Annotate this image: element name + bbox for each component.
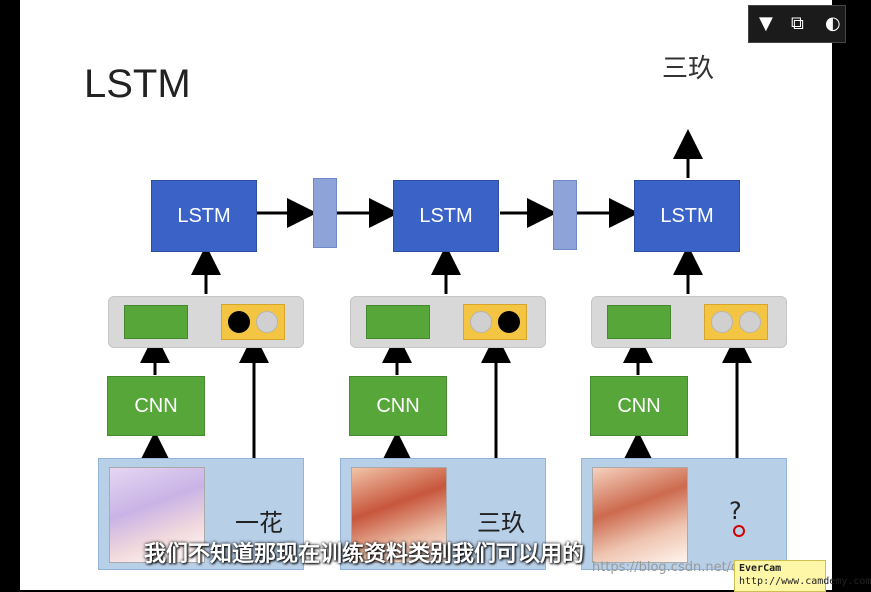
feature-vector-1 <box>108 296 304 348</box>
onehot-vector-1 <box>221 304 285 340</box>
input-panel-1: 一花 <box>98 458 304 570</box>
onehot-dot-active <box>498 311 520 333</box>
collapse-icon[interactable]: ▼ <box>759 13 773 34</box>
cnn-block-3: CNN <box>590 376 688 436</box>
lstm-cell-2: LSTM <box>393 180 499 252</box>
lstm-cell-3: LSTM <box>634 180 740 252</box>
cnn-block-1: CNN <box>107 376 205 436</box>
cnn-feature <box>124 305 188 339</box>
character-image <box>351 467 447 563</box>
cnn-block-2: CNN <box>349 376 447 436</box>
hidden-state-box <box>313 178 337 248</box>
cnn-feature <box>607 305 671 339</box>
video-subtitle: 我们不知道那现在训练资料类别我们可以用的 <box>144 542 585 567</box>
cursor-marker-icon <box>733 525 745 537</box>
input-label-1: 一花 <box>235 509 283 537</box>
input-label-2: 三玖 <box>477 509 525 537</box>
output-label: 三玖 <box>662 54 715 84</box>
evercam-url[interactable]: http://www.camdemy.com <box>739 576 871 587</box>
hidden-state-box <box>553 180 577 250</box>
onehot-vector-3 <box>704 304 768 340</box>
input-panel-2: 三玖 <box>340 458 546 570</box>
slide-title: LSTM <box>84 62 191 106</box>
feature-vector-2 <box>350 296 546 348</box>
onehot-dot-inactive <box>470 311 492 333</box>
settings-icon[interactable]: ◐ <box>825 13 841 34</box>
onehot-dot-active <box>228 311 250 333</box>
input-panel-3: ? <box>581 458 787 570</box>
right-border <box>832 0 844 590</box>
character-image <box>592 467 688 563</box>
character-image <box>109 467 205 563</box>
onehot-dot-inactive <box>711 311 733 333</box>
onehot-vector-2 <box>463 304 527 340</box>
video-controls[interactable]: ▼ ⧉ ◐ <box>748 5 846 43</box>
onehot-dot-inactive <box>256 311 278 333</box>
input-label-3: ? <box>729 497 742 525</box>
feature-vector-3 <box>591 296 787 348</box>
lstm-cell-1: LSTM <box>151 180 257 252</box>
evercam-title: EverCam <box>739 563 782 574</box>
cnn-feature <box>366 305 430 339</box>
evercam-badge[interactable]: EverCam http://www.camdemy.com <box>734 560 871 592</box>
restore-icon[interactable]: ⧉ <box>791 13 804 34</box>
onehot-dot-inactive <box>739 311 761 333</box>
